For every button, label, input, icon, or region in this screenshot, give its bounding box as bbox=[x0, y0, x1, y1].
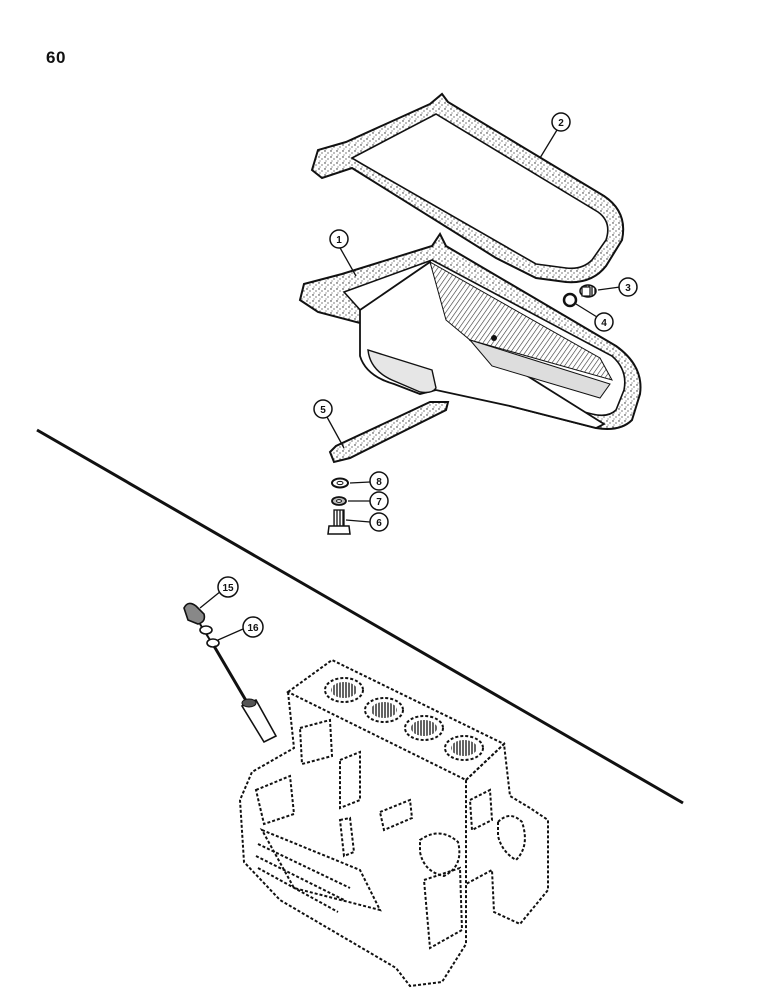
drain-plug bbox=[579, 284, 597, 298]
lock-washer bbox=[331, 496, 347, 506]
oil-pan bbox=[298, 232, 642, 430]
callout-lock-washer: 7 bbox=[369, 491, 389, 511]
dipstick-tube bbox=[206, 638, 278, 744]
bolt bbox=[327, 509, 351, 535]
separator-line bbox=[36, 428, 684, 805]
engine-block bbox=[238, 658, 549, 988]
svg-text:1: 1 bbox=[336, 235, 342, 246]
callout-drain-plug-gasket: 4 bbox=[594, 312, 614, 332]
callout-dipstick: 15 bbox=[217, 576, 239, 598]
cylinder-bore-shading bbox=[331, 682, 477, 756]
svg-text:8: 8 bbox=[376, 477, 382, 488]
callout-bracket: 5 bbox=[313, 399, 333, 419]
svg-text:15: 15 bbox=[222, 583, 234, 594]
dipstick bbox=[183, 602, 213, 641]
callout-dipstick-tube: 16 bbox=[242, 616, 264, 638]
page-number: 60 bbox=[46, 48, 66, 67]
callout-oil-pan-gasket: 2 bbox=[551, 112, 571, 132]
svg-text:4: 4 bbox=[601, 318, 607, 329]
svg-text:2: 2 bbox=[558, 118, 564, 129]
bracket bbox=[328, 401, 450, 464]
drain-plug-gasket bbox=[562, 292, 578, 308]
callout-oil-pan: 1 bbox=[329, 229, 349, 249]
oil-pan-gasket bbox=[310, 92, 625, 284]
svg-text:16: 16 bbox=[247, 623, 259, 634]
callout-drain-plug: 3 bbox=[618, 277, 638, 297]
svg-text:5: 5 bbox=[320, 405, 326, 416]
flat-washer bbox=[331, 477, 349, 489]
callout-bolt: 6 bbox=[369, 512, 389, 532]
callout-flat-washer: 8 bbox=[369, 471, 389, 491]
svg-text:3: 3 bbox=[625, 283, 631, 294]
leader-lines bbox=[199, 129, 621, 641]
svg-text:7: 7 bbox=[376, 497, 382, 508]
svg-text:6: 6 bbox=[376, 518, 382, 529]
